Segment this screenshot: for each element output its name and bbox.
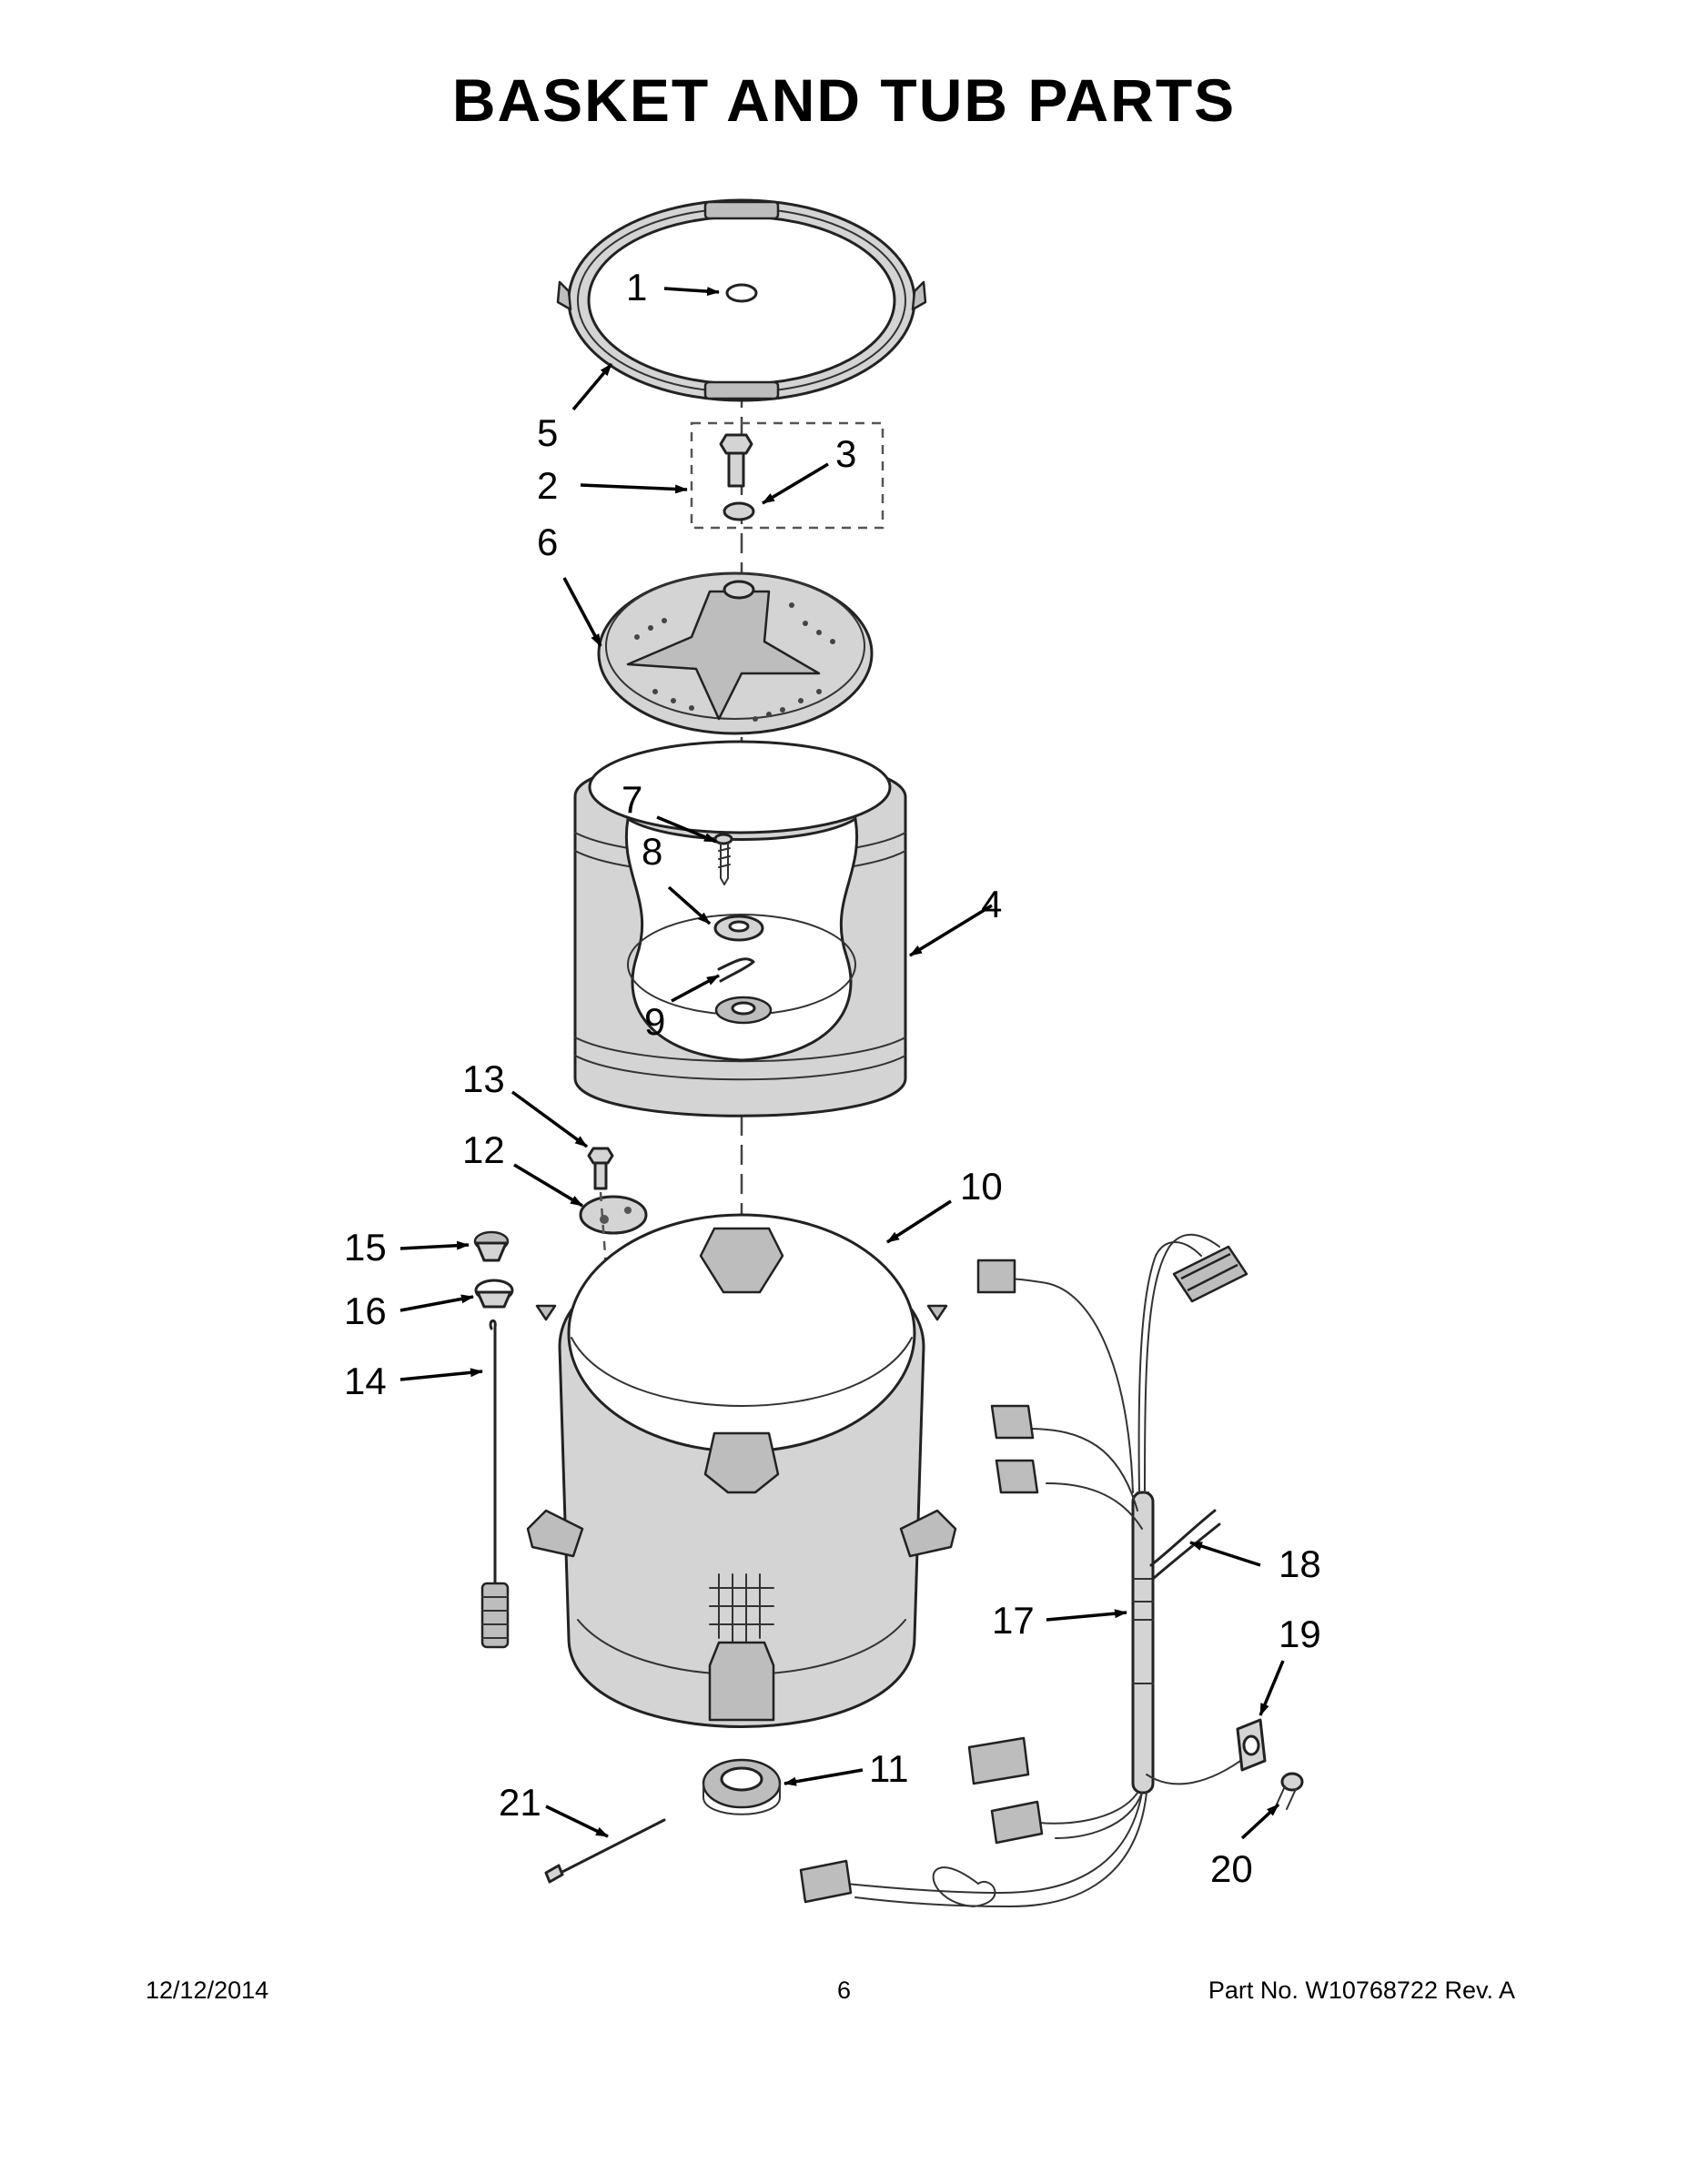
callout-6: 6 bbox=[537, 521, 558, 563]
part-17-wire-harness bbox=[799, 1233, 1248, 1907]
part-12-plate bbox=[579, 1195, 648, 1235]
callout-5: 5 bbox=[537, 411, 558, 454]
callout-4: 4 bbox=[981, 883, 1002, 925]
harness-branch-wire bbox=[1146, 1755, 1248, 1785]
callout-12: 12 bbox=[462, 1128, 505, 1171]
part-6-impeller bbox=[597, 571, 874, 735]
callout-2: 2 bbox=[537, 464, 558, 507]
callout-19: 19 bbox=[1279, 1613, 1321, 1655]
callout-17: 17 bbox=[992, 1599, 1035, 1642]
part-19-clamp bbox=[1236, 1718, 1267, 1772]
callout-16: 16 bbox=[344, 1289, 387, 1332]
part-16-cup bbox=[474, 1279, 514, 1309]
part-3-washer bbox=[723, 501, 755, 521]
part-9-clip bbox=[717, 957, 755, 983]
part-18-hose bbox=[1149, 1509, 1221, 1581]
part-8-nut bbox=[713, 915, 764, 942]
part-10-outer-tub bbox=[526, 1213, 957, 1728]
basket-hub bbox=[714, 996, 773, 1025]
part-15-cap bbox=[473, 1230, 510, 1262]
callout-labels: 1 2 3 4 5 6 7 8 9 10 11 12 13 14 15 16 1… bbox=[344, 266, 1321, 1890]
callout-8: 8 bbox=[642, 830, 662, 873]
part-1-cap bbox=[725, 283, 758, 303]
callout-18: 18 bbox=[1279, 1542, 1321, 1585]
callout-15: 15 bbox=[344, 1226, 387, 1269]
part-2-bolt bbox=[719, 433, 753, 488]
callout-arrows bbox=[399, 287, 1285, 1840]
footer-part-number: Part No. W10768722 Rev. A bbox=[1208, 1977, 1515, 2004]
callout-13: 13 bbox=[462, 1057, 505, 1100]
callout-3: 3 bbox=[835, 432, 856, 475]
footer-date: 12/12/2014 bbox=[146, 1977, 269, 2004]
callout-10: 10 bbox=[960, 1165, 1003, 1208]
callout-14: 14 bbox=[344, 1360, 387, 1402]
part-13-bolt bbox=[587, 1147, 614, 1190]
callout-7: 7 bbox=[622, 778, 642, 821]
callout-20: 20 bbox=[1210, 1847, 1253, 1890]
callout-11: 11 bbox=[869, 1747, 909, 1790]
part-20-screw bbox=[1275, 1772, 1304, 1810]
part-11-seal bbox=[702, 1758, 782, 1815]
part-14-rod bbox=[480, 1320, 510, 1649]
page-title: BASKET AND TUB PARTS bbox=[451, 66, 1237, 134]
callout-1: 1 bbox=[626, 266, 647, 308]
footer-page-number: 6 bbox=[836, 1977, 852, 2004]
part-21-probe bbox=[544, 1818, 666, 1884]
callout-9: 9 bbox=[644, 1000, 665, 1043]
callout-21: 21 bbox=[499, 1781, 541, 1824]
